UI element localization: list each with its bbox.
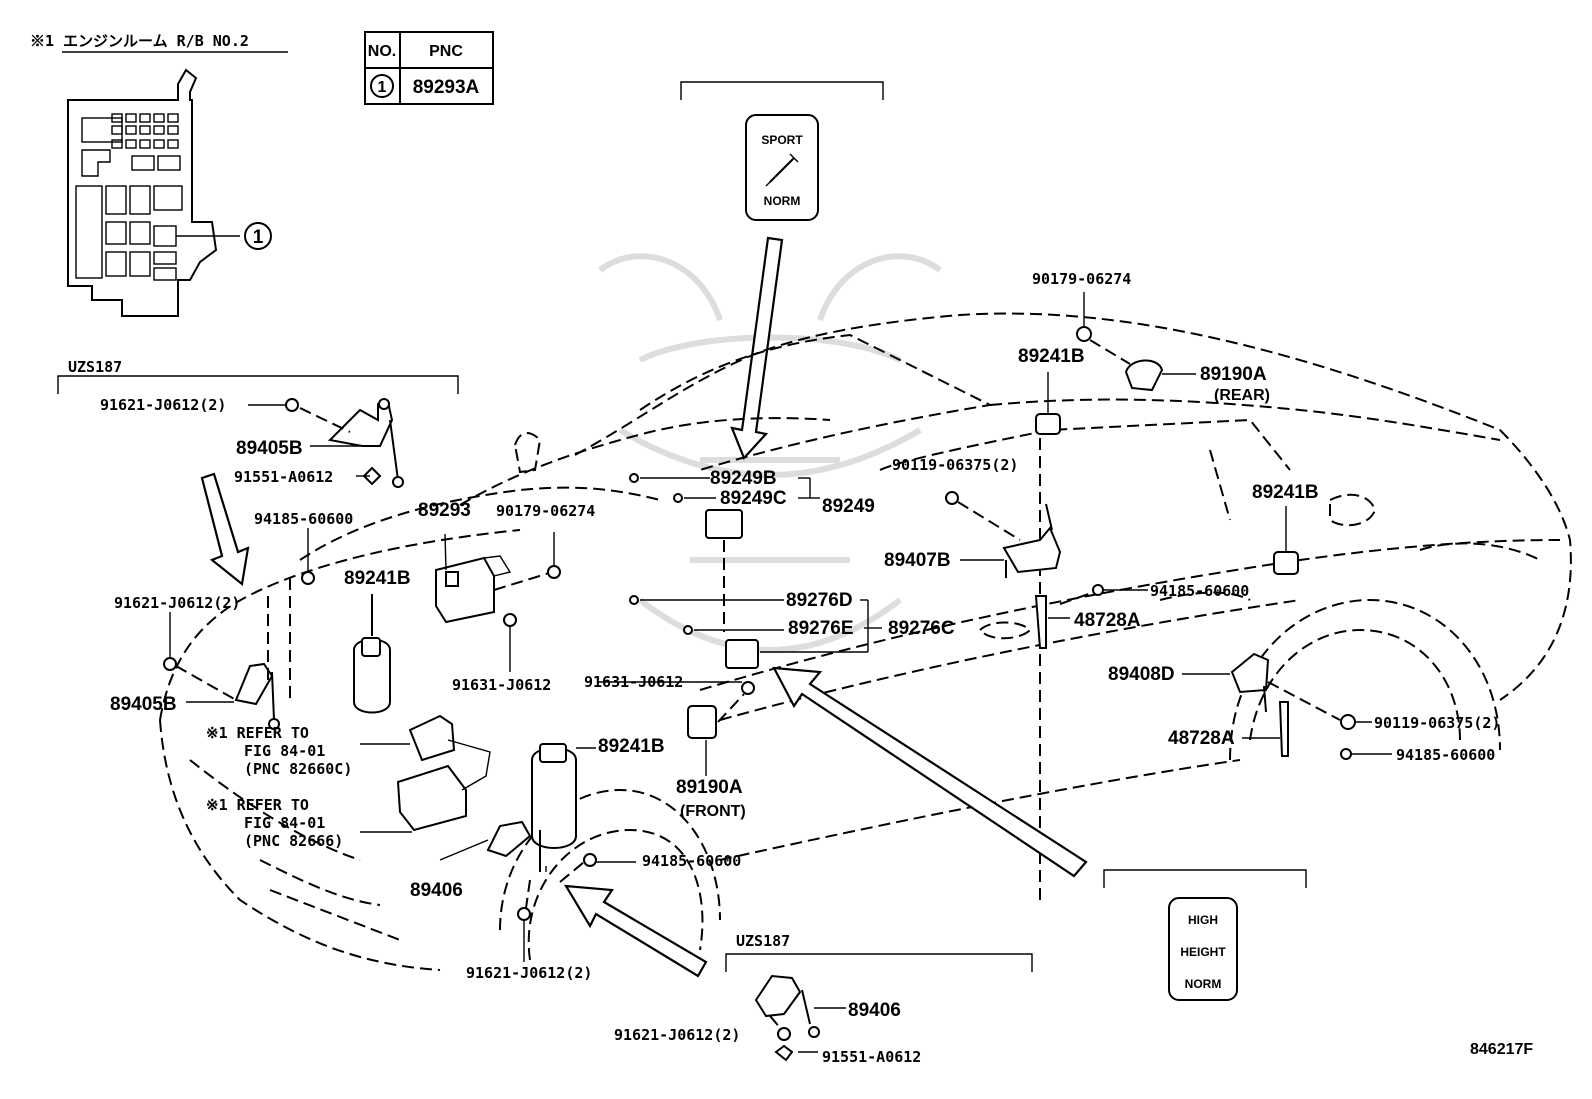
label-90119-06375-lower: 90119-06375(2) bbox=[1374, 714, 1500, 732]
label-front: (FRONT) bbox=[680, 803, 746, 820]
height-sensor-front-right bbox=[439, 820, 597, 962]
arrow-bottom bbox=[563, 884, 708, 978]
label-refer-1-line3: (PNC 82660C) bbox=[244, 760, 352, 778]
arrow-left bbox=[200, 472, 250, 587]
label-91551-a0612-bottom: 91551-A0612 bbox=[822, 1048, 921, 1066]
height-sensor-top bbox=[285, 398, 404, 488]
label-90179-06274-center: 90179-06274 bbox=[496, 502, 595, 520]
label-91621-j0612-bottom: 91621-J0612(2) bbox=[614, 1026, 740, 1044]
callout-number: 1 bbox=[253, 227, 264, 248]
label-91551-a0612-top: 91551-A0612 bbox=[234, 468, 333, 486]
switch-top-line2: NORM bbox=[764, 194, 801, 208]
label-91621-j0612-top: 91621-J0612(2) bbox=[100, 396, 226, 414]
label-refer-1-line2: FIG 84-01 bbox=[244, 742, 325, 760]
label-94185-60600-rear-upper: 94185-60600 bbox=[1150, 582, 1249, 600]
switch-bottom-line1: HIGH bbox=[1188, 913, 1218, 927]
label-89276c: 89276C bbox=[888, 618, 955, 639]
label-refer-2-line3: (PNC 82666) bbox=[244, 832, 343, 850]
label-rear: (REAR) bbox=[1214, 387, 1270, 404]
actuator-bracket bbox=[360, 714, 491, 833]
label-refer-1-line1: ※1 REFER TO bbox=[206, 724, 309, 742]
label-94185-60600-front: 94185-60600 bbox=[642, 852, 741, 870]
label-89408d: 89408D bbox=[1108, 664, 1175, 685]
pnc-table-row-pnc: 89293A bbox=[413, 77, 480, 98]
label-89241b-front: 89241B bbox=[598, 736, 665, 757]
label-89276e: 89276E bbox=[788, 618, 854, 639]
label-89407b: 89407B bbox=[884, 550, 951, 571]
label-48728a-lower: 48728A bbox=[1168, 728, 1235, 749]
label-89406-bottom: 89406 bbox=[848, 1000, 901, 1021]
label-89241b-rear-upper: 89241B bbox=[1018, 346, 1085, 367]
vehicle-outline bbox=[159, 312, 1572, 971]
label-89405b-top: 89405B bbox=[236, 438, 303, 459]
pnc-table-header-pnc: PNC bbox=[429, 43, 463, 60]
arrow-center bbox=[772, 666, 1088, 878]
watermark bbox=[598, 253, 942, 653]
svg-text:UZS187: UZS187 bbox=[736, 932, 790, 950]
label-89241b-rear-right: 89241B bbox=[1252, 482, 1319, 503]
label-48728a-upper: 48728A bbox=[1074, 610, 1141, 631]
relay-block-note: ※1 エンジンルーム R/B NO.2 bbox=[30, 32, 288, 53]
rear-parts bbox=[945, 292, 1356, 760]
switch-bottom-line3: NORM bbox=[1185, 977, 1222, 991]
pnc-table-header-no: NO. bbox=[368, 43, 396, 60]
sport-norm-switch: SPORT NORM bbox=[680, 81, 884, 221]
svg-text:※1 エンジンルーム R/B NO.2: ※1 エンジンルーム R/B NO.2 bbox=[30, 32, 249, 50]
air-strut-left bbox=[353, 594, 391, 714]
label-91621-j0612-left: 91621-J0612(2) bbox=[114, 594, 240, 612]
group-uzs187-bottom: UZS187 bbox=[725, 932, 1033, 1062]
group-uzs187-top: UZS187 bbox=[57, 358, 459, 394]
label-94185-60600-left: 94185-60600 bbox=[254, 510, 353, 528]
switch-bottom-line2: HEIGHT bbox=[1180, 945, 1226, 959]
svg-text:UZS187: UZS187 bbox=[68, 358, 122, 376]
part-labels: 91621-J0612(2) 89405B 91551-A0612 94185-… bbox=[100, 270, 1500, 1066]
label-89249c: 89249C bbox=[720, 488, 787, 509]
label-91621-j0612-front: 91621-J0612(2) bbox=[466, 964, 592, 982]
arrow-top bbox=[730, 236, 784, 461]
label-91631-j0612-center: 91631-J0612 bbox=[584, 673, 683, 691]
leader-lines bbox=[169, 404, 1392, 872]
switch-top-line1: SPORT bbox=[761, 133, 803, 147]
label-refer-2-line2: FIG 84-01 bbox=[244, 814, 325, 832]
height-control-sensor-front bbox=[687, 681, 755, 776]
label-89405b-left: 89405B bbox=[110, 694, 177, 715]
label-89190a-rear: 89190A bbox=[1200, 364, 1267, 385]
engine-room-relay-block: 1 bbox=[67, 68, 272, 317]
pnc-table: NO. PNC 1 89293A bbox=[364, 31, 494, 105]
label-89190a-front: 89190A bbox=[676, 777, 743, 798]
label-94185-60600-rear-lower: 94185-60600 bbox=[1396, 746, 1495, 764]
label-89406-front: 89406 bbox=[410, 880, 463, 901]
label-refer-2-line1: ※1 REFER TO bbox=[206, 796, 309, 814]
label-90119-06375-upper: 90119-06375(2) bbox=[892, 456, 1018, 474]
label-91631-j0612-left: 91631-J0612 bbox=[452, 676, 551, 694]
label-89241b-left: 89241B bbox=[344, 568, 411, 589]
figure-id: 846217F bbox=[1470, 1041, 1533, 1058]
high-height-norm-switch: HIGH HEIGHT NORM bbox=[1103, 869, 1307, 1001]
pnc-table-row-no: 1 bbox=[378, 79, 387, 96]
label-89249: 89249 bbox=[822, 496, 875, 517]
label-89249b: 89249B bbox=[710, 468, 777, 489]
air-strut-front bbox=[531, 743, 596, 849]
label-89276d: 89276D bbox=[786, 590, 853, 611]
suspension-computer bbox=[435, 532, 561, 672]
relays-center bbox=[629, 473, 784, 669]
label-90179-06274-rear: 90179-06274 bbox=[1032, 270, 1131, 288]
height-sensor-front-left bbox=[163, 571, 315, 730]
label-89293: 89293 bbox=[418, 500, 471, 521]
